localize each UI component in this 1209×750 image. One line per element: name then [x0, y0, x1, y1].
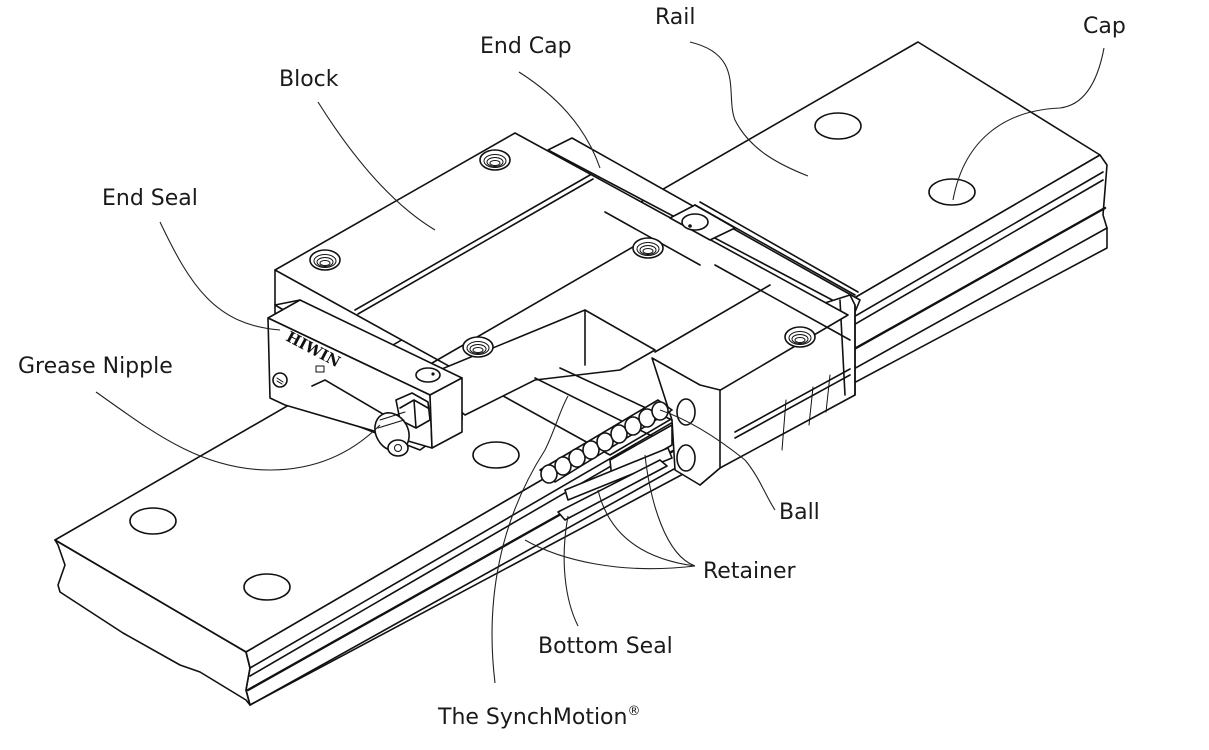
leader-retainer-1	[524, 539, 696, 570]
block-assembly: HIWIN	[267, 132, 861, 521]
label-retainer: Retainer	[703, 559, 796, 584]
label-end-seal: End Seal	[102, 186, 198, 211]
threaded-holes	[309, 149, 816, 358]
leader-lines	[95, 41, 1105, 684]
grease-nipple	[374, 392, 431, 457]
brand-logo-mark	[315, 365, 325, 373]
threaded-hole-2	[309, 249, 341, 271]
ball-4	[582, 440, 600, 460]
leader-bottom-seal	[563, 515, 579, 627]
end-seal-screw-slot	[276, 377, 284, 385]
label-grease-nipple: Grease Nipple	[18, 354, 173, 379]
threaded-hole-1	[479, 149, 511, 171]
near-grease-port-dot	[431, 372, 435, 376]
block-side-ribs	[781, 374, 831, 451]
block-right-rim	[714, 264, 851, 341]
end-seal-side	[429, 377, 463, 449]
grease-nipple-threads	[377, 411, 406, 429]
end-seal-lip	[311, 379, 389, 418]
rail-mounting-hole-4	[814, 112, 862, 140]
threaded-hole-4	[462, 336, 494, 358]
ball-9	[651, 401, 669, 421]
leader-retainer-2	[597, 489, 696, 567]
label-synchmotion-text: The SynchMotion	[438, 705, 628, 730]
leader-rail	[689, 41, 809, 177]
block-top-line-2	[357, 178, 594, 315]
rail-mounting-hole-3	[472, 441, 520, 469]
leader-end-cap	[518, 71, 601, 169]
rail-end-edge	[54, 539, 251, 706]
block-seal-line-2	[734, 368, 851, 433]
label-cap: Cap	[1083, 14, 1126, 39]
block-top-line-4	[654, 284, 771, 353]
ball-6	[610, 424, 628, 444]
block-top-line-1	[354, 174, 591, 311]
grease-nipple-hex-edges	[399, 399, 429, 429]
leader-cap	[952, 47, 1105, 201]
leader-synchmotion	[491, 395, 569, 684]
leader-retainer-3	[644, 454, 696, 567]
threaded-hole-5	[784, 326, 816, 348]
ball-1	[540, 464, 558, 484]
label-block: Block	[279, 67, 339, 92]
ball-5	[596, 432, 614, 452]
block-top-line-3	[419, 239, 646, 371]
rail-mounting-hole-1	[129, 507, 177, 535]
far-grease-port-dot	[688, 224, 692, 228]
ball-7	[624, 416, 642, 436]
block-seal-line-1	[734, 374, 851, 439]
ball-2	[554, 456, 572, 476]
label-rail: Rail	[655, 5, 696, 30]
label-synchmotion: The SynchMotion®	[438, 704, 641, 730]
label-ball: Ball	[779, 500, 820, 525]
end-cap-top-edge	[274, 299, 301, 306]
end-seal-far-edges	[694, 201, 859, 296]
leader-grease-nipple	[95, 391, 381, 471]
near-grease-port	[415, 367, 441, 383]
grease-nipple-tip	[387, 439, 409, 457]
label-end-cap: End Cap	[480, 34, 572, 59]
grease-nipple-hole	[394, 444, 402, 452]
far-grease-port	[681, 213, 709, 231]
ball-3	[568, 448, 586, 468]
rail-mounting-hole-cap	[928, 178, 976, 206]
registered-mark: ®	[627, 704, 641, 719]
rail-mounting-hole-2	[243, 573, 291, 601]
threaded-hole-3	[632, 237, 664, 259]
ball-chain	[539, 399, 673, 521]
leader-ball	[659, 409, 776, 511]
leader-end-seal	[159, 221, 281, 331]
leader-block	[317, 101, 436, 231]
bottom-seal-strip	[557, 459, 668, 521]
end-cap-ball-return-lower	[676, 444, 696, 472]
rail-end-profile	[54, 539, 251, 706]
label-bottom-seal: Bottom Seal	[538, 634, 673, 659]
